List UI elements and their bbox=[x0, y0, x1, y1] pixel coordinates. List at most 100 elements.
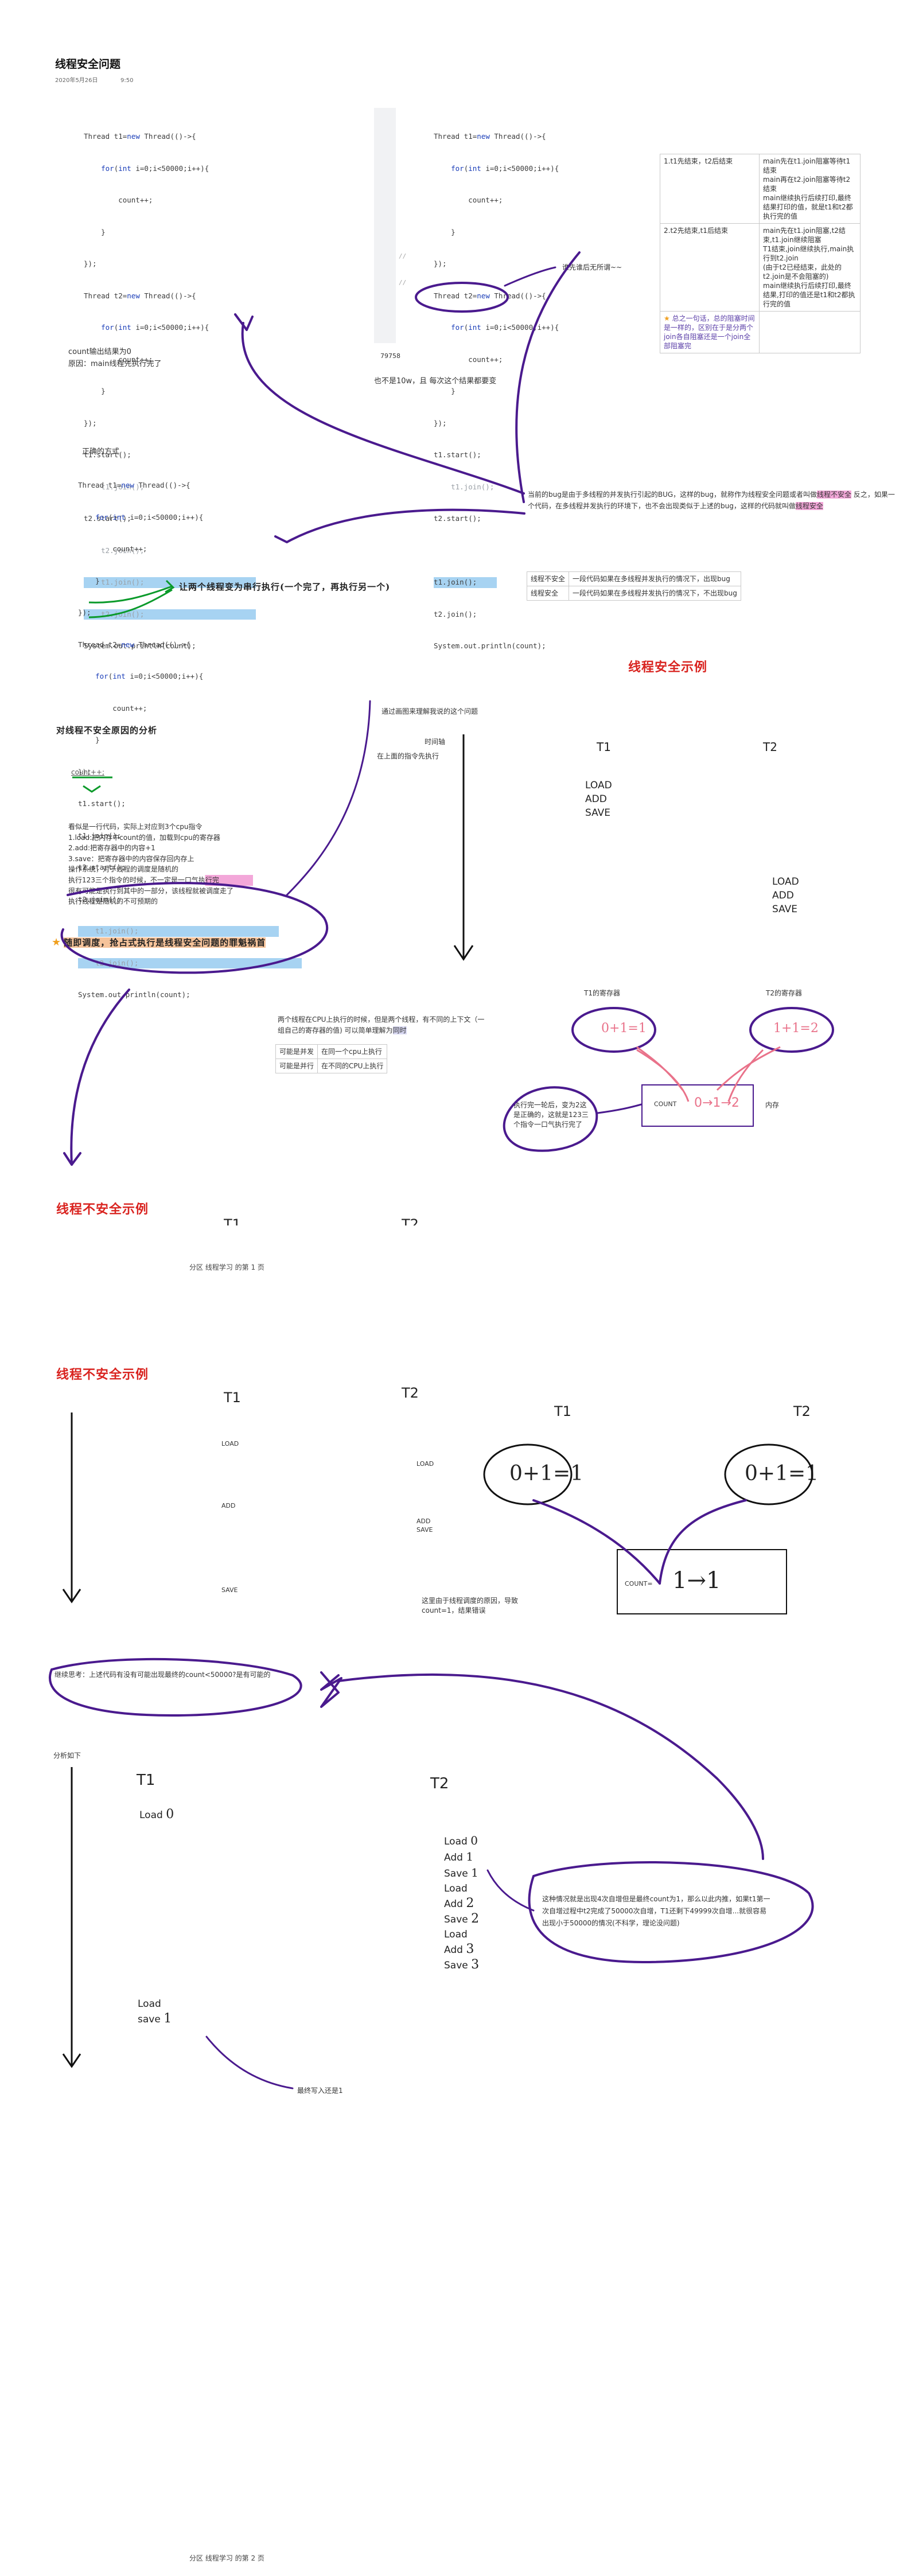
t1-label: T1 bbox=[224, 1390, 241, 1406]
root-cause-line: ★ 随即调度，抢占式执行是线程安全问题的罪魁祸首 bbox=[52, 936, 266, 948]
table-cell: main先在t1.join阻塞,t2结束,t1.join继续阻塞 T1结束,jo… bbox=[759, 223, 861, 312]
table-row: 线程不安全 一段代码如果在多线程并发执行的情况下，出现bug bbox=[526, 571, 741, 586]
code-line: }); bbox=[78, 767, 91, 776]
code-line: t2.join(); bbox=[434, 609, 477, 618]
op-text: Load bbox=[444, 1883, 468, 1894]
register-note: 执行完一轮后，变为2这是正确的，这就是123三个指令一口气执行完了 bbox=[513, 1101, 589, 1129]
timeline-axis bbox=[453, 734, 474, 961]
op-value: 1 bbox=[466, 1850, 474, 1863]
table-row: 线程安全 一段代码如果在多线程并发执行的情况下，不出现bug bbox=[526, 586, 741, 601]
code-line: System.out.println(count); bbox=[84, 641, 196, 650]
code-line: for(int i=0;i<50000;i++){ bbox=[101, 323, 209, 332]
diagram-t2-value: 0+1=1 bbox=[745, 1462, 819, 1485]
star-icon: ★ bbox=[664, 314, 670, 322]
unsafe-example-title: 线程不安全示例 bbox=[56, 1202, 149, 1217]
instruction: LOAD bbox=[585, 780, 612, 791]
code-line: t1.start(); bbox=[84, 450, 131, 459]
table-cell: 2.t2先结束,t1后结束 bbox=[660, 223, 760, 312]
table-row: 可能是并行 在不同的CPU上执行 bbox=[275, 1059, 388, 1073]
code-line: } bbox=[78, 576, 100, 585]
final-write-note: 最终写入还是1 bbox=[297, 2087, 343, 2095]
definition-paragraph: 当前的bug是由于多线程的并发执行引起的BUG，这样的bug，就称作为线程安全问… bbox=[528, 489, 895, 512]
t1-final-ops: Load save 1 bbox=[138, 1997, 172, 2027]
table-cell: 可能是并发 bbox=[275, 1044, 318, 1059]
op-value: 1 bbox=[471, 1866, 478, 1880]
code-line: for(int i=0;i<50000;i++){ bbox=[451, 164, 559, 173]
t2-label-b: T2 bbox=[430, 1775, 449, 1792]
analysis-line: 3.save：把寄存器中的内容保存回内存上 bbox=[68, 854, 194, 863]
code-line: Thread t2=new Thread(()->{ bbox=[78, 640, 190, 649]
code-line: Thread t1=new Thread(()->{ bbox=[78, 481, 190, 489]
correct-way-heading: 正确的方式 bbox=[82, 448, 120, 456]
analysis-label: 分析如下 bbox=[53, 1752, 81, 1760]
t2-label-cut: T2 bbox=[402, 1216, 419, 1225]
join-order-table: 1.t1先结束，t2后结束 main先在t1.join阻塞等待t1结束 main… bbox=[660, 154, 861, 353]
code-line: } bbox=[84, 387, 106, 395]
ink-star bbox=[320, 1671, 342, 1708]
op-value: 3 bbox=[471, 1958, 480, 1972]
definition-text-a: 当前的bug是由于多线程的并发执行引起的BUG，这样的bug，就称作为线程安全问… bbox=[528, 491, 817, 499]
op-text: Load bbox=[444, 1836, 468, 1847]
op-text: Add bbox=[444, 1852, 463, 1863]
code-line: t1.start(); bbox=[78, 799, 126, 808]
cpu-table: 可能是并发 在同一个cpu上执行 可能是并行 在不同的CPU上执行 bbox=[275, 1044, 388, 1073]
count-box: COUNT= 1→1 bbox=[617, 1549, 787, 1614]
page-date: 2020年5月26日 bbox=[55, 77, 98, 84]
code-line: }); bbox=[78, 608, 91, 617]
instruction: SAVE bbox=[585, 807, 611, 819]
op-value: 0 bbox=[166, 1807, 174, 1822]
ink-arrow bbox=[636, 1046, 684, 1091]
op-text: Load bbox=[444, 1929, 468, 1940]
code-line: for(int i=0;i<50000;i++){ bbox=[95, 672, 204, 680]
ink-arrow bbox=[597, 1103, 643, 1114]
op-row: Load bbox=[444, 1881, 479, 1896]
page-footer: 分区 线程学习 的第 1 页 bbox=[189, 1263, 264, 1271]
op-text: save bbox=[138, 2014, 161, 2025]
note-count-zero: count输出结果为0 bbox=[68, 348, 131, 356]
instruction: SAVE bbox=[772, 904, 798, 915]
cpu-intro-highlight: 同时 bbox=[392, 1026, 407, 1034]
continue-question: 继续思考：上述代码有没有可能出现最终的count<50000?是有可能的 bbox=[54, 1671, 271, 1679]
code-line: }); bbox=[84, 259, 97, 268]
code-line: for(int i=0;i<50000;i++){ bbox=[451, 323, 559, 332]
table-cell: 在不同的CPU上执行 bbox=[317, 1059, 388, 1073]
t1-op: LOAD bbox=[221, 1440, 239, 1447]
op-text: Save bbox=[444, 1960, 468, 1971]
t1-load: Load 0 bbox=[139, 1807, 174, 1822]
memory-label: 内存 bbox=[765, 1101, 780, 1109]
page-footer: 分区 线程学习 的第 2 页 bbox=[189, 2554, 264, 2562]
analysis-line: 看似是一行代码，实际上对应到3个cpu指令 bbox=[68, 823, 203, 831]
t1-label-cut: T1 bbox=[224, 1216, 241, 1225]
ink-arrow bbox=[486, 1869, 535, 1912]
analysis-title: 对线程不安全原因的分析 bbox=[56, 725, 158, 736]
op-value: 3 bbox=[466, 1942, 474, 1956]
highlight-thread-safe: 线程安全 bbox=[795, 502, 823, 510]
code-line-highlighted: t1.join(); bbox=[434, 577, 497, 588]
code-line: count++; bbox=[78, 544, 147, 553]
code-line: t1.join(); bbox=[78, 831, 122, 840]
ink-enclosure bbox=[49, 1657, 302, 1717]
code-line: }); bbox=[434, 418, 447, 427]
op-value: 0 bbox=[470, 1834, 478, 1847]
ink-arrow bbox=[716, 1046, 781, 1091]
t1-instructions: LOAD ADD SAVE bbox=[585, 779, 612, 820]
table-row: 2.t2先结束,t1后结束 main先在t1.join阻塞,t2结束,t1.jo… bbox=[660, 223, 861, 312]
op-row: Add 2 bbox=[444, 1896, 479, 1912]
t2-op: ADD SAVE bbox=[416, 1517, 433, 1534]
table-row: 1.t1先结束，t2后结束 main先在t1.join阻塞等待t1结束 main… bbox=[660, 154, 861, 224]
op-text: Load bbox=[138, 1998, 161, 2010]
code-line: for(int i=0;i<50000;i++){ bbox=[95, 512, 204, 522]
count-values: 1→1 bbox=[672, 1567, 721, 1594]
ink-arrow bbox=[337, 1673, 764, 1860]
thread-schedule-note: 这里由于线程调度的原因，导致count=1，结果错误 bbox=[422, 1597, 519, 1614]
page-title: 线程安全问题 bbox=[55, 58, 121, 71]
safe-example-title: 线程安全示例 bbox=[628, 660, 708, 675]
ink-arrow bbox=[63, 989, 130, 1166]
code-line: t2.start(); bbox=[84, 514, 131, 523]
code-line: System.out.println(count); bbox=[434, 641, 546, 650]
instruction: ADD bbox=[585, 793, 607, 805]
code-line: t1.join(); bbox=[84, 482, 145, 491]
unsafe-example-title: 线程不安全示例 bbox=[56, 1367, 149, 1382]
code-line-highlighted: t1.join(); bbox=[78, 926, 279, 937]
code-line: for(int i=0;i<50000;i++){ bbox=[101, 164, 209, 173]
